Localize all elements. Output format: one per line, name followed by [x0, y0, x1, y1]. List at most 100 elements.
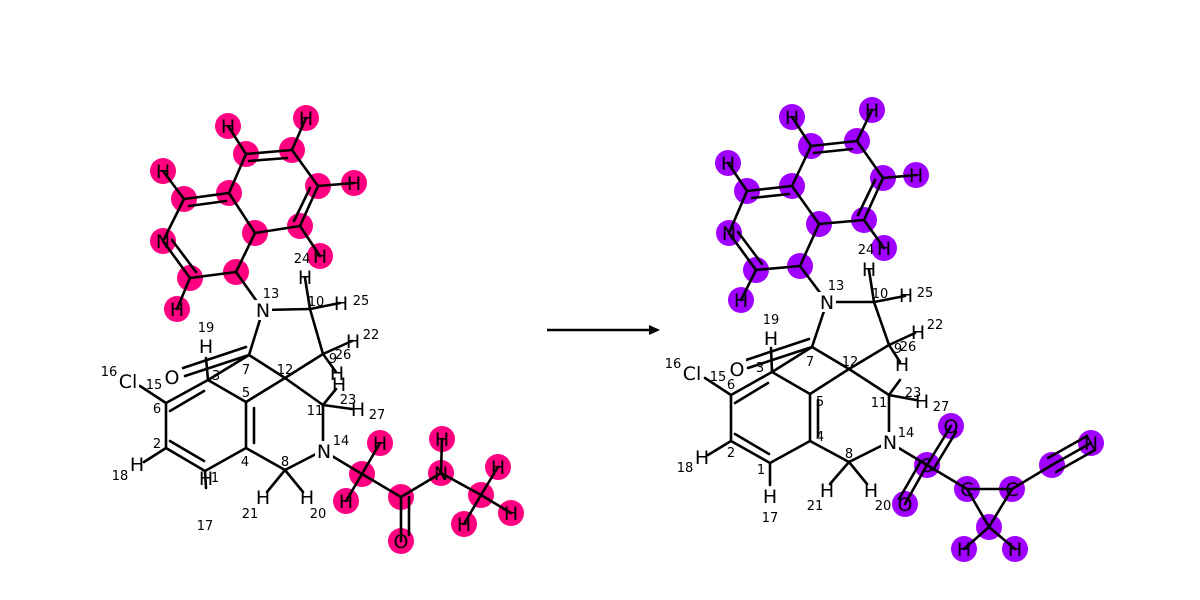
- atom-index: 22: [927, 318, 944, 333]
- atom-label: H: [911, 322, 925, 344]
- atom-label: H: [864, 480, 878, 502]
- product-atom-labels: H H H H H N H H N H H H H O Cl H H H N S…: [681, 100, 1098, 561]
- atom-index: 6: [727, 378, 735, 393]
- atom-index: 5: [816, 395, 824, 410]
- atom-label: H: [199, 336, 213, 358]
- atom-label: H: [695, 447, 709, 469]
- atom-index: 27: [369, 408, 386, 423]
- atom-index: 6: [153, 402, 161, 417]
- atom-label: H: [346, 331, 360, 353]
- atom-index: 3: [212, 369, 220, 384]
- atom-index: 25: [353, 294, 370, 309]
- atom-index: 15: [710, 370, 727, 385]
- atom-label: H: [957, 539, 971, 561]
- reactant-atom-indices: 24 13 19 10 25 22 26 9 7 12 16 15 3 5 6 …: [101, 252, 386, 534]
- atom-index: 3: [756, 361, 764, 376]
- atom-index: 25: [917, 286, 934, 301]
- atom-index: 15: [146, 378, 163, 393]
- atom-index: 16: [101, 365, 118, 380]
- atom-label: N: [883, 432, 897, 454]
- atom-label: N: [1084, 433, 1098, 455]
- product-atom-indices: 24 13 19 10 25 22 26 9 7 12 16 15 3 5 6 …: [665, 243, 950, 526]
- atom-label: H: [373, 433, 387, 455]
- atom-index: 21: [242, 507, 259, 522]
- atom-label: S: [921, 455, 933, 477]
- atom-label: H: [457, 514, 471, 536]
- reactant-molecule: H H H H H N H H N H H H H O Cl H H H H H…: [101, 105, 524, 554]
- atom-label: H: [130, 454, 144, 476]
- atom-label: H: [504, 503, 518, 525]
- atom-label: H: [313, 246, 327, 268]
- atom-index: 7: [242, 363, 250, 378]
- atom-label: H: [877, 238, 891, 260]
- atom-label: H: [899, 285, 913, 307]
- atom-index: 10: [308, 295, 325, 310]
- atom-label: Cl: [119, 371, 138, 393]
- atom-label: H: [895, 354, 909, 376]
- atom-index: 20: [310, 507, 327, 522]
- atom-label: H: [332, 374, 346, 396]
- atom-label: H: [299, 108, 313, 130]
- atom-label: N: [256, 300, 270, 322]
- atom-index: 14: [898, 426, 915, 441]
- atom-label: H: [347, 173, 361, 195]
- atom-index: 13: [263, 287, 280, 302]
- atom-index: 24: [294, 252, 311, 267]
- atom-index: 8: [281, 455, 289, 470]
- atom-label: H: [909, 165, 923, 187]
- atom-index: 10: [872, 287, 889, 302]
- atom-index: 11: [307, 404, 324, 419]
- atom-label: H: [170, 299, 184, 321]
- atom-index: 19: [198, 321, 215, 336]
- atom-index: 14: [333, 434, 350, 449]
- atom-index: 22: [363, 328, 380, 343]
- atom-label: H: [435, 429, 449, 451]
- atom-index: 1: [211, 471, 219, 486]
- atom-label: O: [394, 531, 409, 553]
- atom-index: 9: [329, 352, 337, 367]
- atom-index: 21: [807, 499, 824, 514]
- atom-label: H: [298, 267, 312, 289]
- atom-label: N: [722, 223, 736, 245]
- atom-index: 4: [241, 455, 249, 470]
- atom-index: 8: [845, 447, 853, 462]
- atom-label: C: [960, 479, 973, 501]
- atom-index: 12: [277, 363, 294, 378]
- atom-label: O: [730, 359, 745, 381]
- reactant-atom-labels: H H H H H N H H N H H H H O Cl H H H H H…: [117, 108, 518, 553]
- atom-index: 17: [197, 519, 214, 534]
- atom-index: 9: [894, 342, 902, 357]
- right-arrow-icon: [547, 325, 660, 335]
- atom-index: 24: [858, 243, 875, 258]
- atom-index: 12: [842, 355, 859, 370]
- atom-label: H: [330, 363, 344, 385]
- atom-label: H: [862, 259, 876, 281]
- atom-index: 23: [905, 386, 922, 401]
- atom-label: H: [199, 468, 213, 490]
- atom-index: 16: [665, 357, 682, 372]
- atom-label: H: [721, 153, 735, 175]
- atom-label: O: [165, 367, 180, 389]
- atom-index: 18: [677, 461, 694, 476]
- atom-label: H: [300, 487, 314, 509]
- atom-index: 23: [340, 393, 357, 408]
- atom-label: O: [944, 416, 959, 438]
- atom-index: 13: [828, 279, 845, 294]
- atom-index: 7: [806, 355, 814, 370]
- atom-label: N: [820, 292, 834, 314]
- atom-label: N: [434, 463, 448, 485]
- atom-label: H: [915, 391, 929, 413]
- atom-label: H: [221, 116, 235, 138]
- atom-index: 5: [242, 386, 250, 401]
- atom-label: H: [156, 161, 170, 183]
- atom-index: 27: [933, 400, 950, 415]
- atom-label: H: [785, 107, 799, 129]
- atom-index: 2: [727, 446, 735, 461]
- atom-label: C: [1005, 479, 1018, 501]
- atom-label: H: [491, 457, 505, 479]
- atom-label: H: [1008, 539, 1022, 561]
- atom-label: H: [764, 328, 778, 350]
- atom-label: H: [734, 290, 748, 312]
- atom-label: N: [156, 231, 170, 253]
